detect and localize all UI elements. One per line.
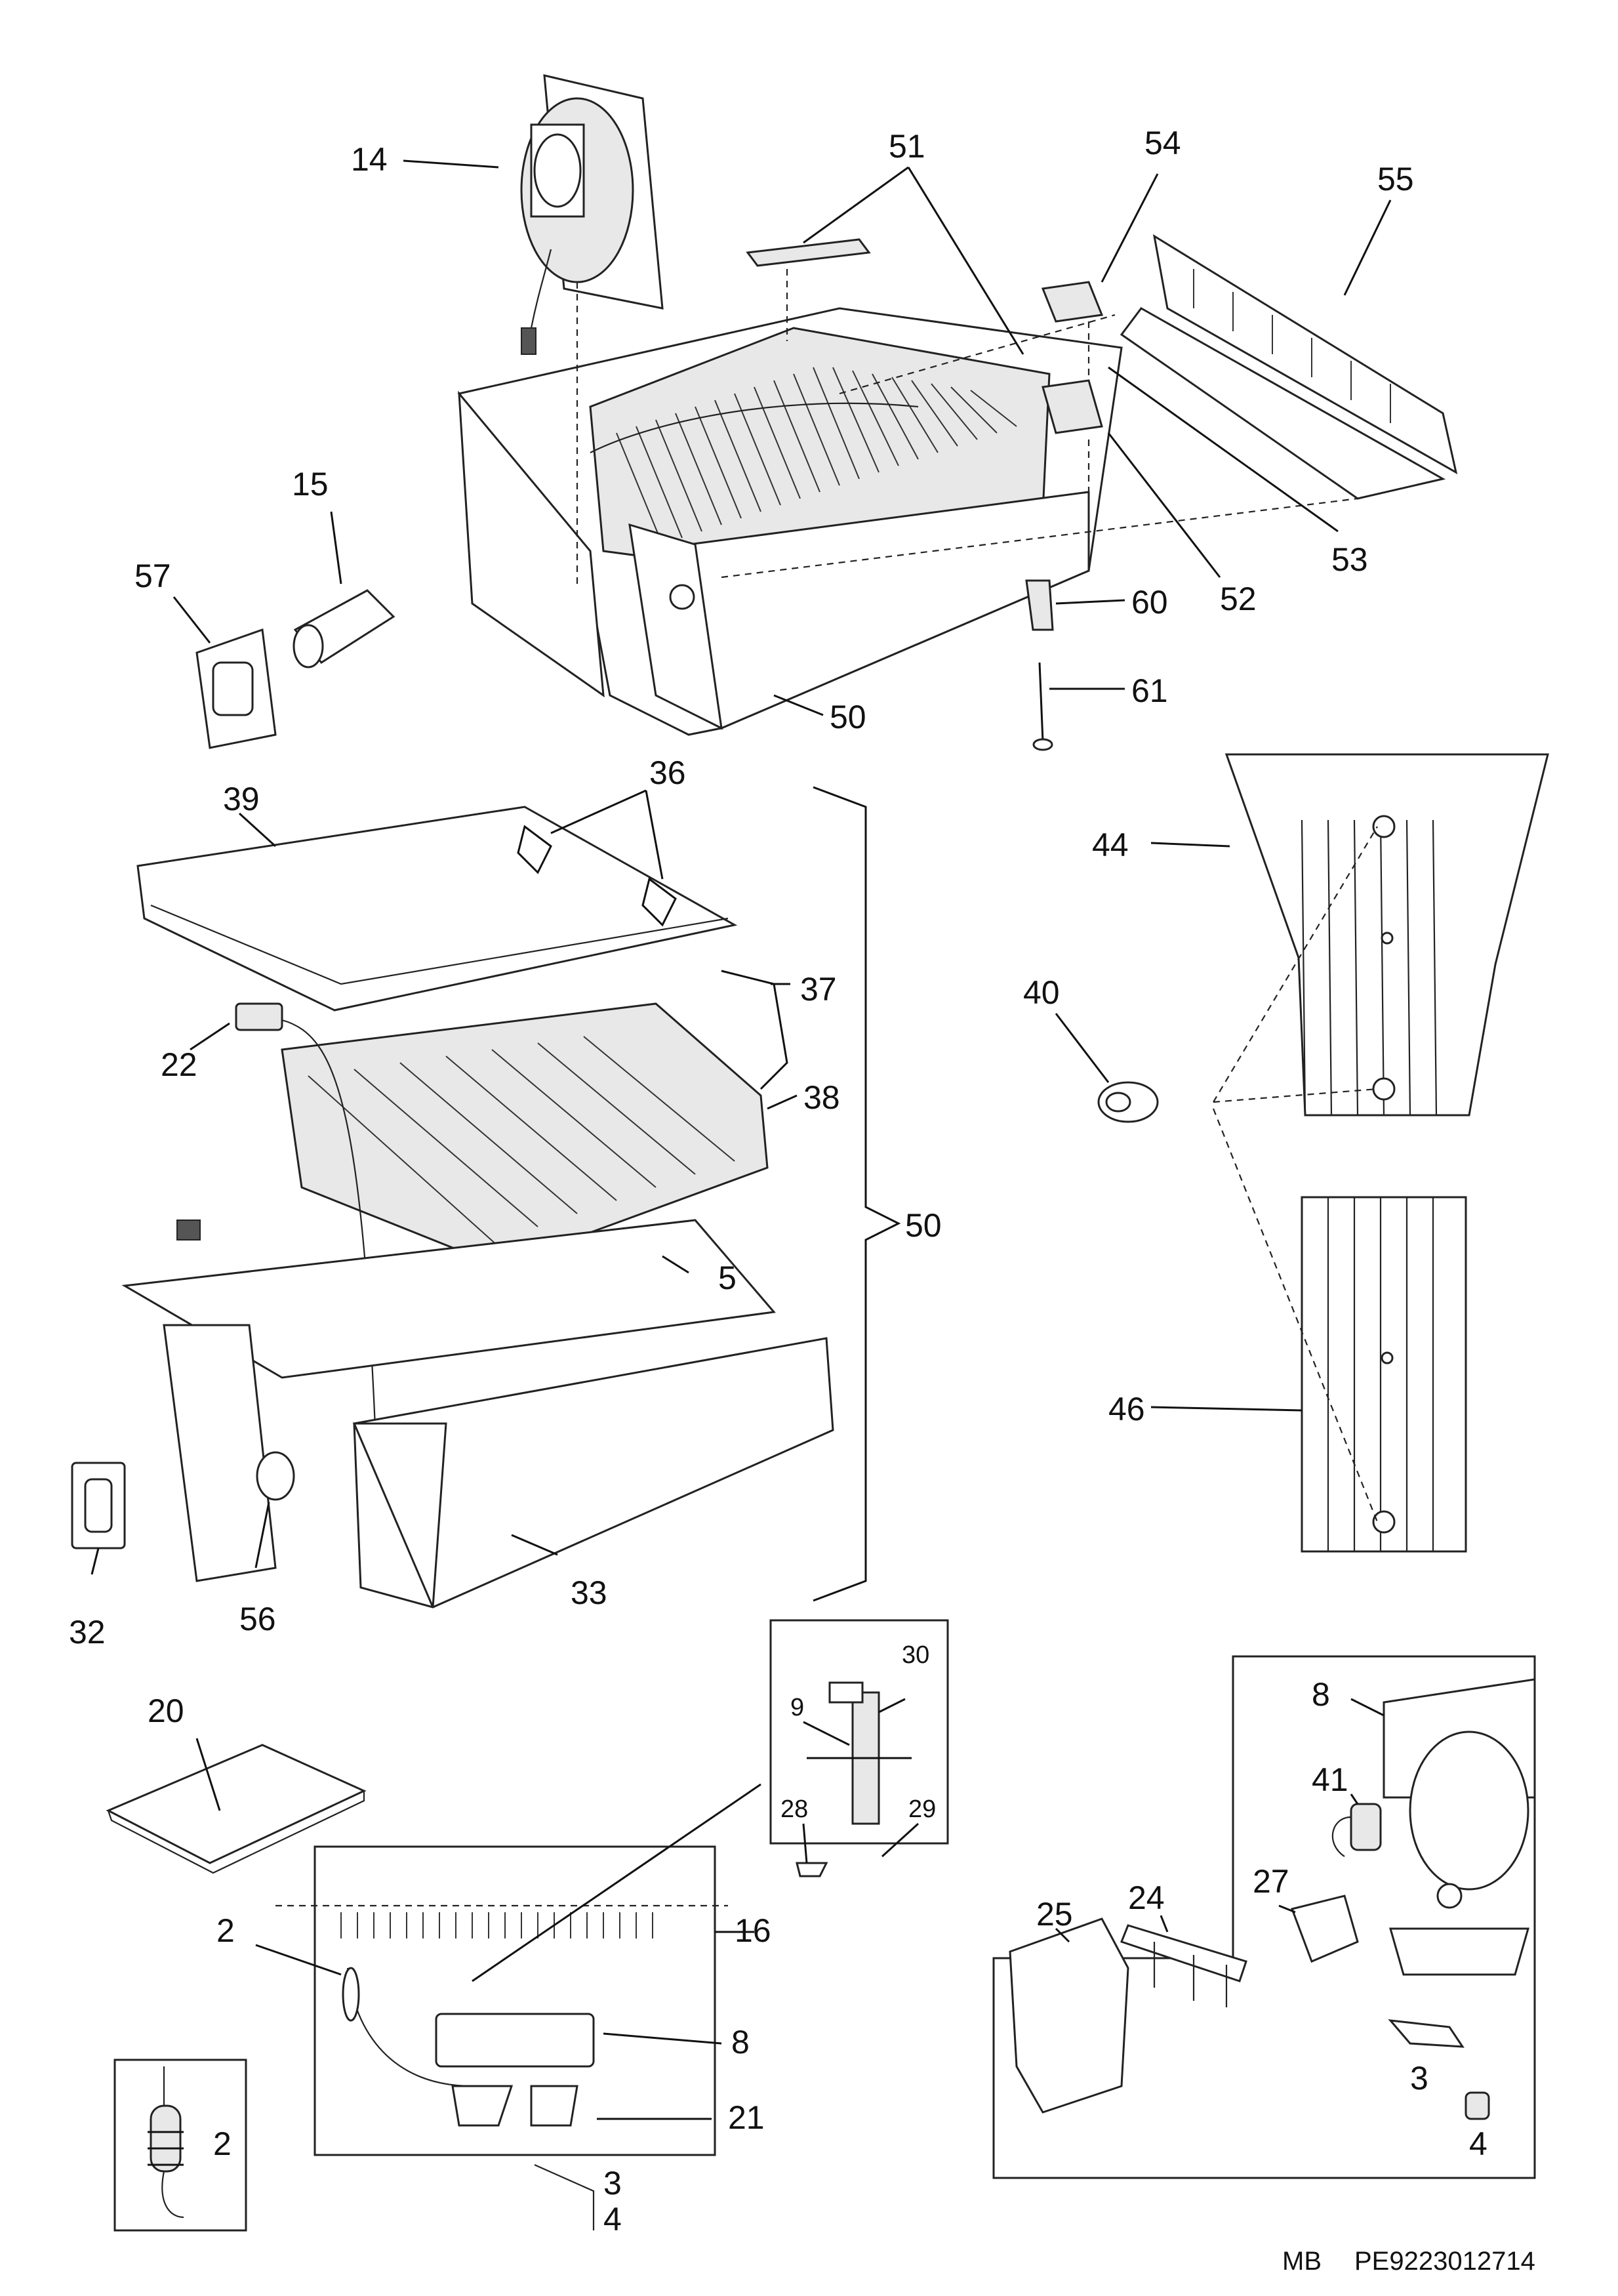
callout-38: 38 — [803, 1079, 840, 1116]
callout-8-cabinet: 8 — [731, 2024, 750, 2060]
callout-4-cabinet: 4 — [603, 2201, 622, 2238]
callout-37: 37 — [800, 971, 837, 1008]
callout-15: 15 — [292, 466, 329, 502]
drain-tube-part-15 — [293, 589, 395, 668]
bottom-right-leaders — [1055, 1698, 1385, 1943]
callout-61: 61 — [1131, 672, 1168, 709]
inset-parts-9-28-29-30 — [769, 1619, 949, 1877]
screw-part-61 — [1032, 662, 1053, 751]
sensor-part-54 — [1041, 281, 1104, 323]
callout-33: 33 — [571, 1574, 607, 1611]
evaporator-part-38 — [281, 970, 788, 1267]
callout-50-top: 50 — [830, 699, 866, 735]
duct-part-33 — [163, 1324, 834, 1609]
assembly-dashed-guides-top — [576, 269, 1358, 584]
callout-50-middle: 50 — [905, 1207, 942, 1244]
callout-39: 39 — [223, 781, 260, 817]
callout-20: 20 — [148, 1692, 184, 1729]
heater-part-52 — [1042, 379, 1103, 434]
callout-2-inset: 2 — [213, 2125, 232, 2162]
footer-code: MB — [1282, 2247, 1322, 2276]
callout-25: 25 — [1036, 1896, 1073, 1933]
callout-16: 16 — [735, 1912, 771, 1949]
manual-part-20 — [106, 1744, 367, 1874]
callout-5: 5 — [718, 1260, 737, 1296]
thermostat-part-22 — [176, 1002, 382, 1575]
callout-51: 51 — [889, 128, 925, 165]
cabinet-back-view — [275, 1845, 728, 2156]
starter-part-27 — [1291, 1895, 1359, 1963]
callout-56: 56 — [239, 1601, 276, 1637]
callout-60: 60 — [1131, 584, 1168, 621]
footer-reference: PE9223012714 — [1354, 2247, 1535, 2276]
grommet-part-4 — [1465, 2091, 1490, 2120]
callout-30: 30 — [902, 1641, 929, 1669]
callout-24: 24 — [1128, 1879, 1165, 1916]
callout-3-cabinet: 3 — [603, 2165, 622, 2202]
clips-part-36 — [517, 825, 677, 927]
callout-27: 27 — [1253, 1863, 1289, 1900]
callout-4-compressor: 4 — [1469, 2125, 1487, 2162]
callout-55: 55 — [1377, 161, 1414, 197]
callout-29: 29 — [908, 1795, 936, 1823]
callout-leaders — [91, 159, 1392, 1864]
callout-3-compressor: 3 — [1410, 2060, 1428, 2097]
callout-2-cabinet: 2 — [216, 1912, 235, 1949]
cover-part-39 — [136, 806, 738, 1012]
inset-part-2-heater — [113, 2059, 247, 2232]
assembly-bracket-50 — [813, 786, 901, 1602]
gasket-part-32 — [71, 1462, 126, 1549]
callout-41: 41 — [1312, 1761, 1348, 1798]
callout-57: 57 — [134, 558, 171, 594]
clip-part-60 — [1025, 579, 1054, 631]
callout-53: 53 — [1331, 541, 1368, 578]
relay-part-24 — [1120, 1924, 1247, 2007]
panel-part-44 — [1224, 753, 1549, 1117]
callout-32: 32 — [69, 1614, 106, 1650]
foam-strip-part-51 — [746, 238, 871, 267]
panel-part-46 — [1301, 1196, 1467, 1553]
panel-dashed-guides — [1212, 826, 1379, 1523]
callout-36: 36 — [649, 754, 686, 791]
bracket-part-55 — [1120, 234, 1458, 500]
gasket-part-57 — [195, 628, 277, 749]
fan-motor-part-14 — [520, 74, 664, 355]
callout-21: 21 — [728, 2099, 765, 2136]
callout-52: 52 — [1220, 581, 1257, 617]
capacitor-part-41 — [1331, 1803, 1382, 1857]
callout-8-compressor: 8 — [1312, 1676, 1330, 1713]
callout-9: 9 — [790, 1694, 804, 1721]
evaporator-top-assembly — [457, 307, 1123, 736]
callout-28: 28 — [780, 1795, 808, 1823]
callout-14: 14 — [351, 141, 388, 178]
callout-40: 40 — [1023, 974, 1060, 1011]
bottom-left-leaders — [195, 1738, 761, 2230]
callout-54: 54 — [1144, 125, 1181, 161]
cover-part-25 — [1009, 1917, 1129, 2114]
clip-part-3 — [1388, 2019, 1465, 2048]
compressor-part-8 — [1383, 1678, 1536, 1976]
callout-22: 22 — [161, 1046, 197, 1083]
callout-46: 46 — [1108, 1391, 1145, 1427]
callout-44: 44 — [1092, 827, 1129, 863]
plug-part-40 — [1097, 1081, 1159, 1123]
